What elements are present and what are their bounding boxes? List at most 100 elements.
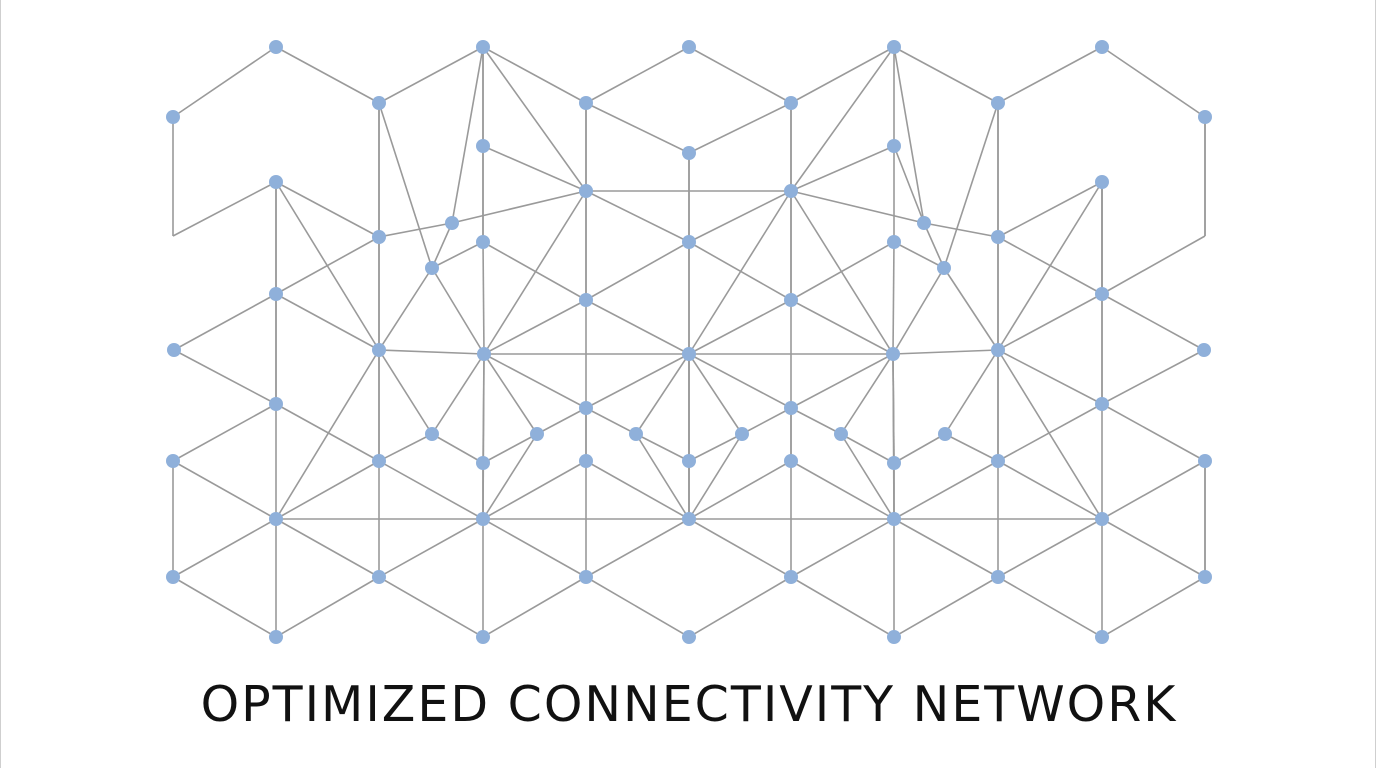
network-edge <box>790 576 895 638</box>
network-edge <box>378 349 433 435</box>
network-edge <box>378 267 433 351</box>
network-edge <box>1101 460 1206 520</box>
network-node <box>1095 40 1109 54</box>
network-edge <box>585 460 690 520</box>
network-edge <box>635 433 690 520</box>
network-edge <box>790 190 894 355</box>
network-edge <box>1101 235 1206 295</box>
network-edge <box>840 433 895 464</box>
network-edge <box>635 353 690 435</box>
network-edge <box>1101 403 1206 462</box>
network-node <box>476 512 490 526</box>
network-node <box>425 427 439 441</box>
network-edge <box>378 222 453 238</box>
network-edge <box>790 518 895 578</box>
network-edge <box>893 241 945 269</box>
network-edge <box>483 353 538 435</box>
network-edge <box>923 222 945 269</box>
network-node <box>991 230 1005 244</box>
network-node <box>991 343 1005 357</box>
network-node <box>579 570 593 584</box>
network-edge <box>275 403 380 462</box>
network-edge <box>275 460 380 520</box>
network-node <box>476 235 490 249</box>
network-edge <box>997 293 1103 351</box>
network-edge <box>790 299 894 355</box>
network-node <box>1095 512 1109 526</box>
network-node <box>735 427 749 441</box>
network-node <box>1095 287 1109 301</box>
network-node <box>372 454 386 468</box>
network-edge <box>688 353 792 409</box>
network-node <box>887 512 901 526</box>
network-node <box>579 454 593 468</box>
network-node <box>579 401 593 415</box>
network-edge <box>482 241 485 355</box>
network-node <box>937 261 951 275</box>
network-node <box>784 293 798 307</box>
network-edge <box>482 518 587 578</box>
network-edge <box>997 576 1103 638</box>
network-edge <box>997 46 1103 104</box>
network-edge <box>482 145 587 192</box>
network-node <box>476 456 490 470</box>
network-edge <box>688 433 743 462</box>
network-node <box>476 40 490 54</box>
network-node <box>1095 630 1109 644</box>
network-node <box>476 630 490 644</box>
network-edge <box>790 353 894 409</box>
network-node <box>1095 397 1109 411</box>
network-node <box>682 347 696 361</box>
network-edge <box>172 518 277 578</box>
network-node <box>784 96 798 110</box>
network-node <box>166 570 180 584</box>
network-node <box>166 454 180 468</box>
network-node <box>372 343 386 357</box>
network-edge <box>1101 576 1206 638</box>
network-node <box>887 139 901 153</box>
network-edge <box>585 46 690 104</box>
network-node <box>425 261 439 275</box>
network-node <box>1198 570 1212 584</box>
network-edge <box>790 46 895 192</box>
network-edge <box>688 460 792 520</box>
network-node <box>372 96 386 110</box>
network-edge <box>172 46 277 118</box>
network-edge <box>585 241 690 301</box>
network-edge <box>585 190 690 243</box>
network-edge <box>378 102 433 269</box>
network-edge <box>1101 518 1206 578</box>
network-edge <box>585 353 690 409</box>
network-edge <box>451 190 587 224</box>
network-edge <box>892 349 999 355</box>
network-edge <box>1101 349 1205 405</box>
network-edge <box>688 353 743 435</box>
network-node <box>372 570 386 584</box>
network-node <box>887 235 901 249</box>
network-edge <box>585 407 637 435</box>
network-edge <box>943 102 999 269</box>
network-edge <box>790 407 842 435</box>
network-edge <box>997 403 1103 462</box>
network-edge <box>482 241 587 301</box>
network-edge <box>431 433 484 464</box>
network-node <box>167 343 181 357</box>
network-edge <box>892 353 895 464</box>
network-edge <box>997 518 1103 578</box>
network-node <box>784 184 798 198</box>
network-edge <box>997 349 1103 520</box>
network-edge <box>840 433 895 520</box>
network-edge <box>482 46 587 104</box>
network-node <box>1198 454 1212 468</box>
network-edge <box>688 46 792 104</box>
network-node <box>917 216 931 230</box>
network-node <box>477 347 491 361</box>
network-edge <box>893 460 999 520</box>
network-edge <box>378 46 484 104</box>
network-edge <box>893 46 999 104</box>
network-node <box>269 40 283 54</box>
network-edge <box>172 460 277 520</box>
network-edges <box>172 46 1206 638</box>
